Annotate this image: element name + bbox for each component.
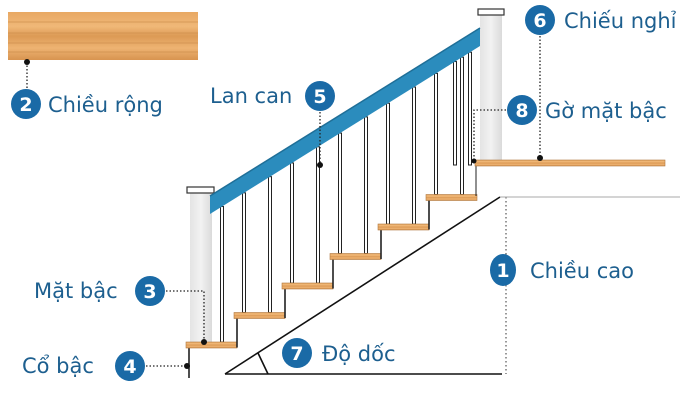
- baluster: [220, 206, 224, 343]
- badge-1: 1: [496, 260, 509, 282]
- right-post-cap: [477, 8, 505, 16]
- baluster: [412, 86, 416, 225]
- baluster: [290, 162, 294, 284]
- label-nosing: 8 Gờ mặt bậc: [507, 95, 667, 125]
- label-text: Cổ bậc: [22, 354, 94, 378]
- right-newel-post: [480, 14, 502, 164]
- baluster: [434, 72, 438, 195]
- badge-3: 3: [143, 281, 156, 303]
- label-text: Gờ mặt bậc: [545, 99, 667, 123]
- label-text: Chiều rộng: [48, 93, 163, 117]
- label-text: Lan can: [210, 84, 292, 108]
- label-text: Mặt bậc: [34, 279, 118, 303]
- landing-platform: [474, 159, 666, 167]
- badge-8: 8: [515, 100, 528, 122]
- badge-2: 2: [19, 94, 32, 116]
- label-height: 1 Chiều cao: [490, 254, 634, 286]
- handrail: [210, 28, 480, 214]
- label-text: Độ dốc: [322, 342, 396, 366]
- badge-5: 5: [313, 86, 326, 108]
- leader-dots: [24, 59, 543, 369]
- stair-tread: [233, 312, 286, 319]
- baluster: [386, 102, 390, 225]
- slope-triangle: [224, 196, 502, 375]
- baluster: [453, 61, 457, 166]
- baluster: [364, 116, 368, 254]
- label-text: Chiều cao: [530, 259, 634, 283]
- left-newel-post: [190, 192, 212, 342]
- badge-7: 7: [290, 343, 303, 365]
- badge-4: 4: [123, 356, 136, 378]
- baluster: [460, 56, 464, 196]
- stair-tread: [425, 194, 478, 201]
- label-text: Chiếu nghỉ: [564, 9, 677, 33]
- stair-tread: [281, 282, 334, 290]
- label-riser: 4 Cổ bậc: [22, 351, 145, 381]
- wood-plank-sample: [8, 12, 198, 60]
- baluster: [268, 176, 272, 313]
- label-railing: 5 Lan can: [210, 81, 335, 111]
- label-width: 2 Chiều rộng: [11, 89, 163, 119]
- leader-lines: [26, 36, 541, 367]
- baluster: [338, 132, 342, 254]
- stair-tread: [329, 253, 382, 260]
- stair-tread: [185, 341, 238, 349]
- stair-tread: [377, 223, 430, 231]
- baluster: [468, 51, 472, 166]
- wood-grain: [8, 21, 198, 53]
- label-tread: 3 Mặt bậc: [34, 276, 165, 306]
- label-slope: 7 Độ dốc: [282, 338, 396, 368]
- left-post-cap: [186, 186, 215, 194]
- label-landing: 6 Chiếu nghỉ: [525, 5, 677, 35]
- badge-6: 6: [533, 10, 546, 32]
- baluster: [242, 192, 246, 314]
